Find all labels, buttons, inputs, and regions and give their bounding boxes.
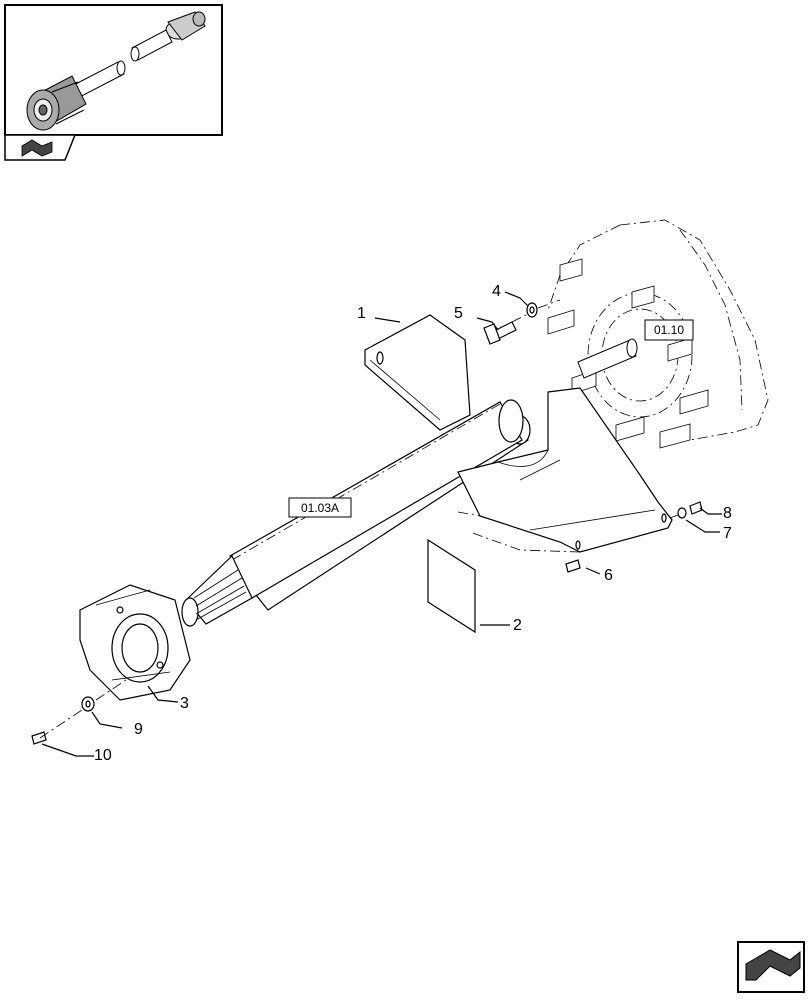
bolt-part-6 [565, 559, 581, 573]
reference-box-0103a[interactable]: 01.03A [288, 497, 352, 518]
pto-shaft [181, 399, 531, 627]
shaft-guard [457, 387, 673, 553]
gearbox-housing [547, 219, 769, 449]
decal-part-2 [427, 538, 476, 634]
reference-box-0110[interactable]: 01.10 [644, 319, 694, 341]
nav-next-arrow-icon[interactable] [737, 941, 805, 993]
callout-8: 8 [723, 505, 732, 522]
washer-part-4 [526, 302, 538, 318]
hub-part-3 [79, 584, 191, 701]
reference-label-0103a: 01.03A [301, 501, 339, 515]
bolt-part-5 [483, 321, 517, 345]
reference-label-0110: 01.10 [654, 323, 684, 337]
callout-9: 9 [134, 721, 143, 738]
bolt-part-10 [31, 731, 47, 745]
washer-part-9 [81, 696, 95, 712]
callout-6: 6 [604, 567, 613, 584]
nav-back-arrow-icon[interactable] [21, 139, 53, 157]
callout-1: 1 [357, 305, 366, 322]
callout-4: 4 [492, 283, 501, 300]
callout-2: 2 [513, 617, 522, 634]
washer-part-7 [677, 507, 687, 519]
thumbnail-frame [4, 4, 223, 161]
callout-3: 3 [180, 695, 189, 712]
pto-shaft-thumbnail-icon [26, 11, 206, 131]
callout-5: 5 [454, 305, 463, 322]
callout-10: 10 [94, 747, 112, 764]
callout-7: 7 [723, 525, 732, 542]
guard-shield-part-1 [364, 314, 471, 431]
